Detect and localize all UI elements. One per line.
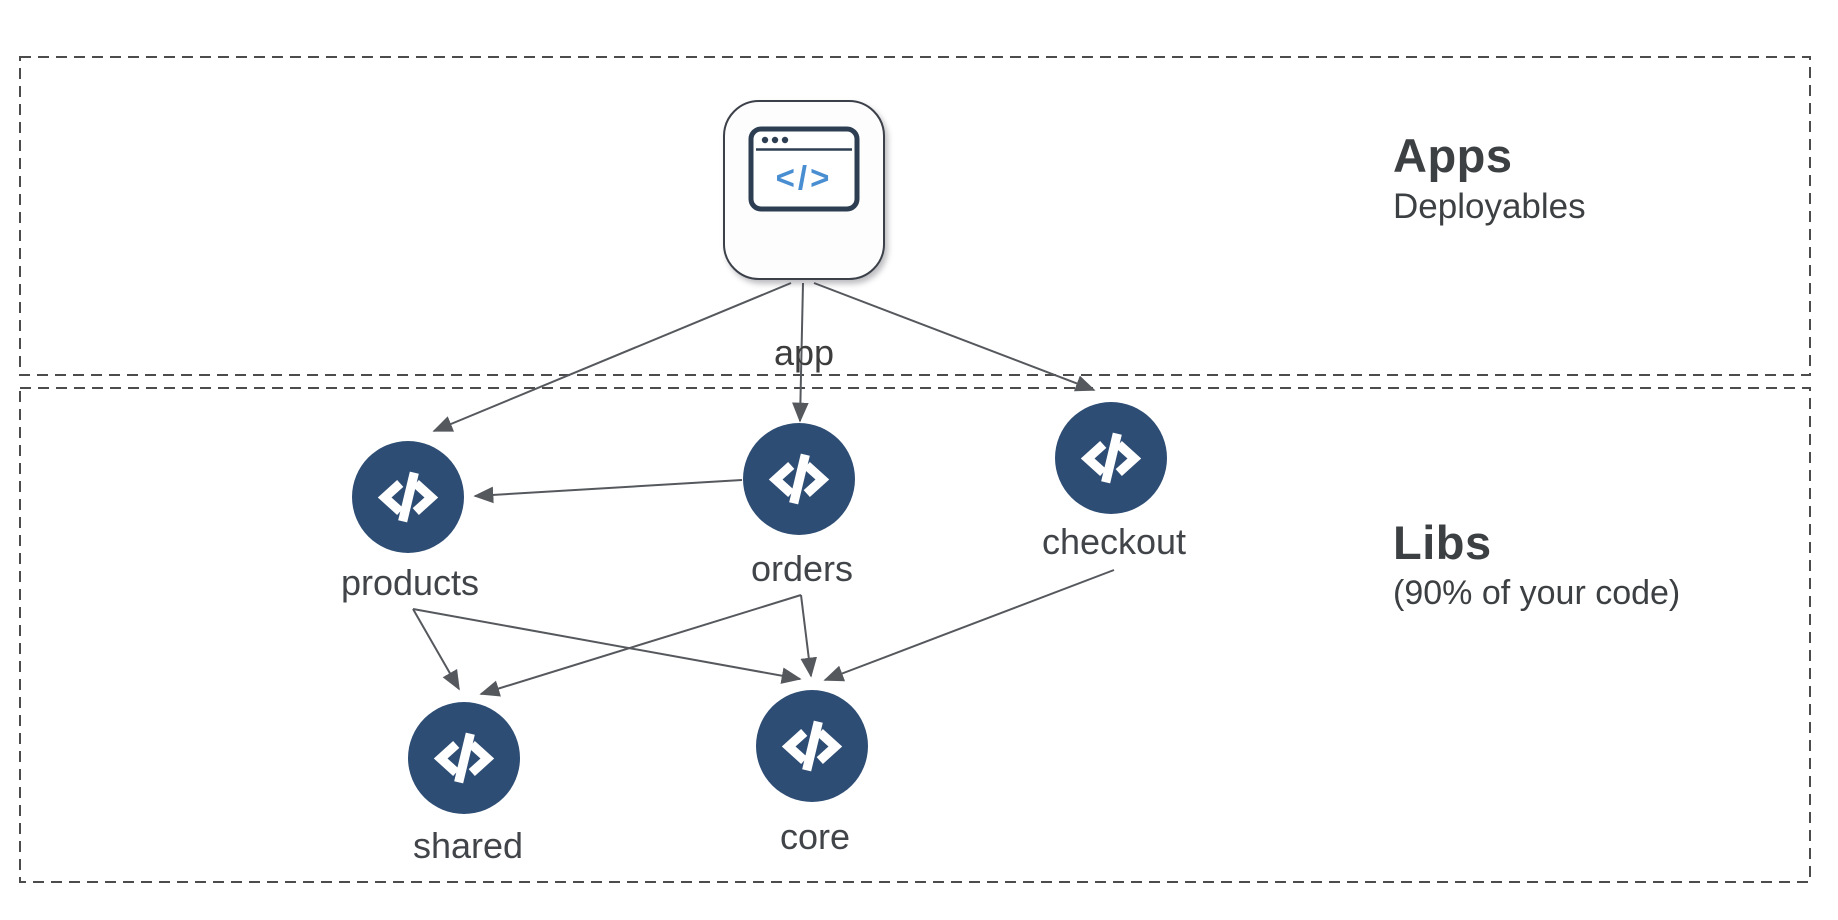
apps-section-box (19, 56, 1811, 376)
apps-title: Apps (1393, 129, 1513, 182)
code-icon (781, 720, 843, 772)
edge-checkout-core (823, 569, 1115, 682)
edge-orders-products (473, 479, 743, 504)
edge-products-shared (412, 608, 460, 691)
edge-app-orders (792, 282, 809, 423)
code-icon (768, 453, 830, 505)
edge-products-core (412, 608, 802, 684)
node-app: </> app (723, 100, 885, 373)
node-core (756, 690, 868, 802)
edge-app-products (432, 282, 792, 432)
apps-section-label: Apps Deployables (1393, 128, 1586, 228)
code-icon (433, 732, 495, 784)
node-app-label: app (773, 332, 835, 373)
node-checkout (1055, 402, 1167, 514)
libs-subtitle: (90% of your code) (1393, 574, 1681, 613)
code-icon (377, 471, 439, 523)
code-icon (1080, 432, 1142, 484)
edge-orders-core (800, 594, 818, 678)
libs-section-box (19, 387, 1811, 883)
svg-text:</>: </> (776, 159, 833, 196)
node-products-label: products (340, 562, 480, 603)
libs-section-label: Libs (90% of your code) (1393, 515, 1680, 614)
apps-subtitle: Deployables (1393, 187, 1586, 227)
node-checkout-label: checkout (1041, 521, 1187, 562)
edge-app-checkout (813, 282, 1096, 392)
node-core-label: core (779, 816, 851, 857)
libs-title: Libs (1393, 516, 1492, 569)
browser-code-icon: </> (748, 126, 860, 212)
edge-orders-shared (479, 594, 802, 697)
node-shared-label: shared (412, 825, 524, 866)
node-shared (408, 702, 520, 814)
node-orders (743, 423, 855, 535)
node-products (352, 441, 464, 553)
node-orders-label: orders (750, 548, 854, 589)
